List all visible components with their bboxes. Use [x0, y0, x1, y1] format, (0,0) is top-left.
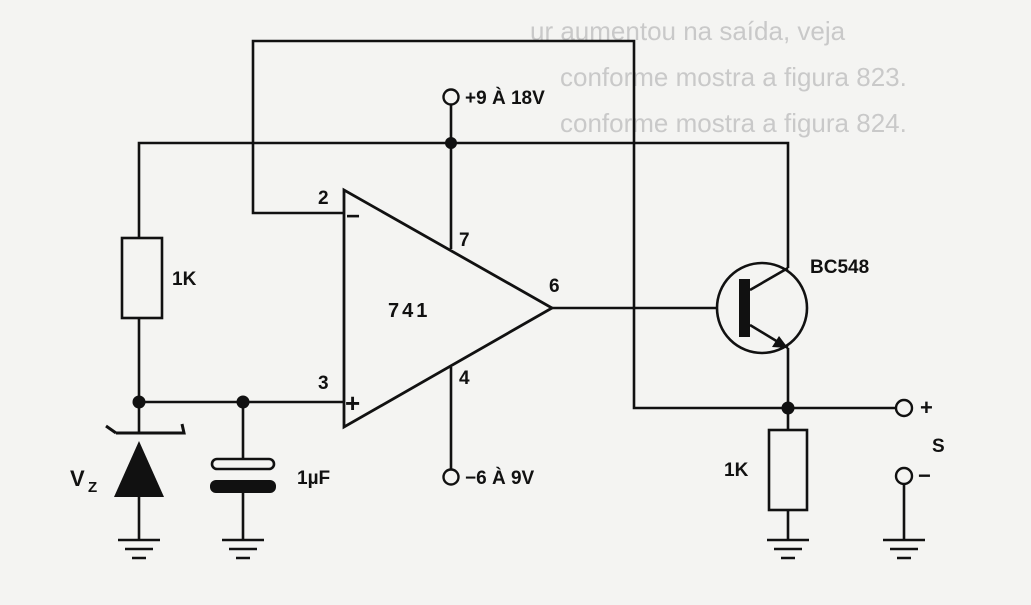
resistor-top-label: 1K	[172, 269, 197, 290]
negative-supply-terminal	[442, 468, 460, 486]
capacitor	[210, 402, 276, 540]
output-plus-label: +	[920, 395, 933, 420]
feedback-wire	[251, 39, 788, 410]
zener-label: V	[70, 466, 85, 491]
pin-7-label: 7	[459, 230, 470, 251]
rail-junction-dot	[445, 137, 457, 149]
bleed-line-2: conforme mostra a figura 823.	[560, 62, 907, 92]
output-minus-terminal	[894, 466, 914, 486]
emitter-ground-icon	[767, 538, 809, 560]
opamp-part-label: 741	[388, 300, 430, 322]
pin-6-label: 6	[549, 276, 560, 297]
capacitor-label: 1µF	[297, 468, 330, 489]
output-label: S	[932, 436, 945, 457]
resistor-emitter	[767, 428, 809, 512]
output-ground-icon	[883, 538, 925, 560]
positive-supply-terminal	[442, 88, 460, 106]
negative-supply-label: −6 À 9V	[465, 467, 535, 489]
bleed-line-3: conforme mostra a figura 824.	[560, 108, 907, 138]
pin-2-label: 2	[318, 188, 329, 209]
resistor-top	[120, 236, 164, 320]
positive-supply-label: +9 À 18V	[465, 87, 545, 109]
pin-4-label: 4	[459, 368, 470, 389]
resistor-emitter-label: 1K	[724, 460, 749, 481]
capacitor-ground-icon	[222, 538, 264, 560]
zener-diode	[105, 402, 186, 540]
bleed-through-text: ur aumentou na saída, veja conforme most…	[530, 16, 907, 138]
zener-ground-icon	[118, 538, 160, 560]
output-plus-terminal	[894, 398, 914, 418]
transistor-bc548	[715, 261, 809, 355]
inverting-input-symbol: −	[346, 203, 360, 230]
pin-3-label: 3	[318, 373, 329, 394]
zener-subscript: Z	[88, 479, 97, 496]
output-minus-label: −	[918, 463, 931, 488]
opamp-triangle	[342, 187, 555, 430]
noninverting-input-symbol: +	[345, 388, 360, 418]
transistor-part-label: BC548	[810, 257, 869, 278]
